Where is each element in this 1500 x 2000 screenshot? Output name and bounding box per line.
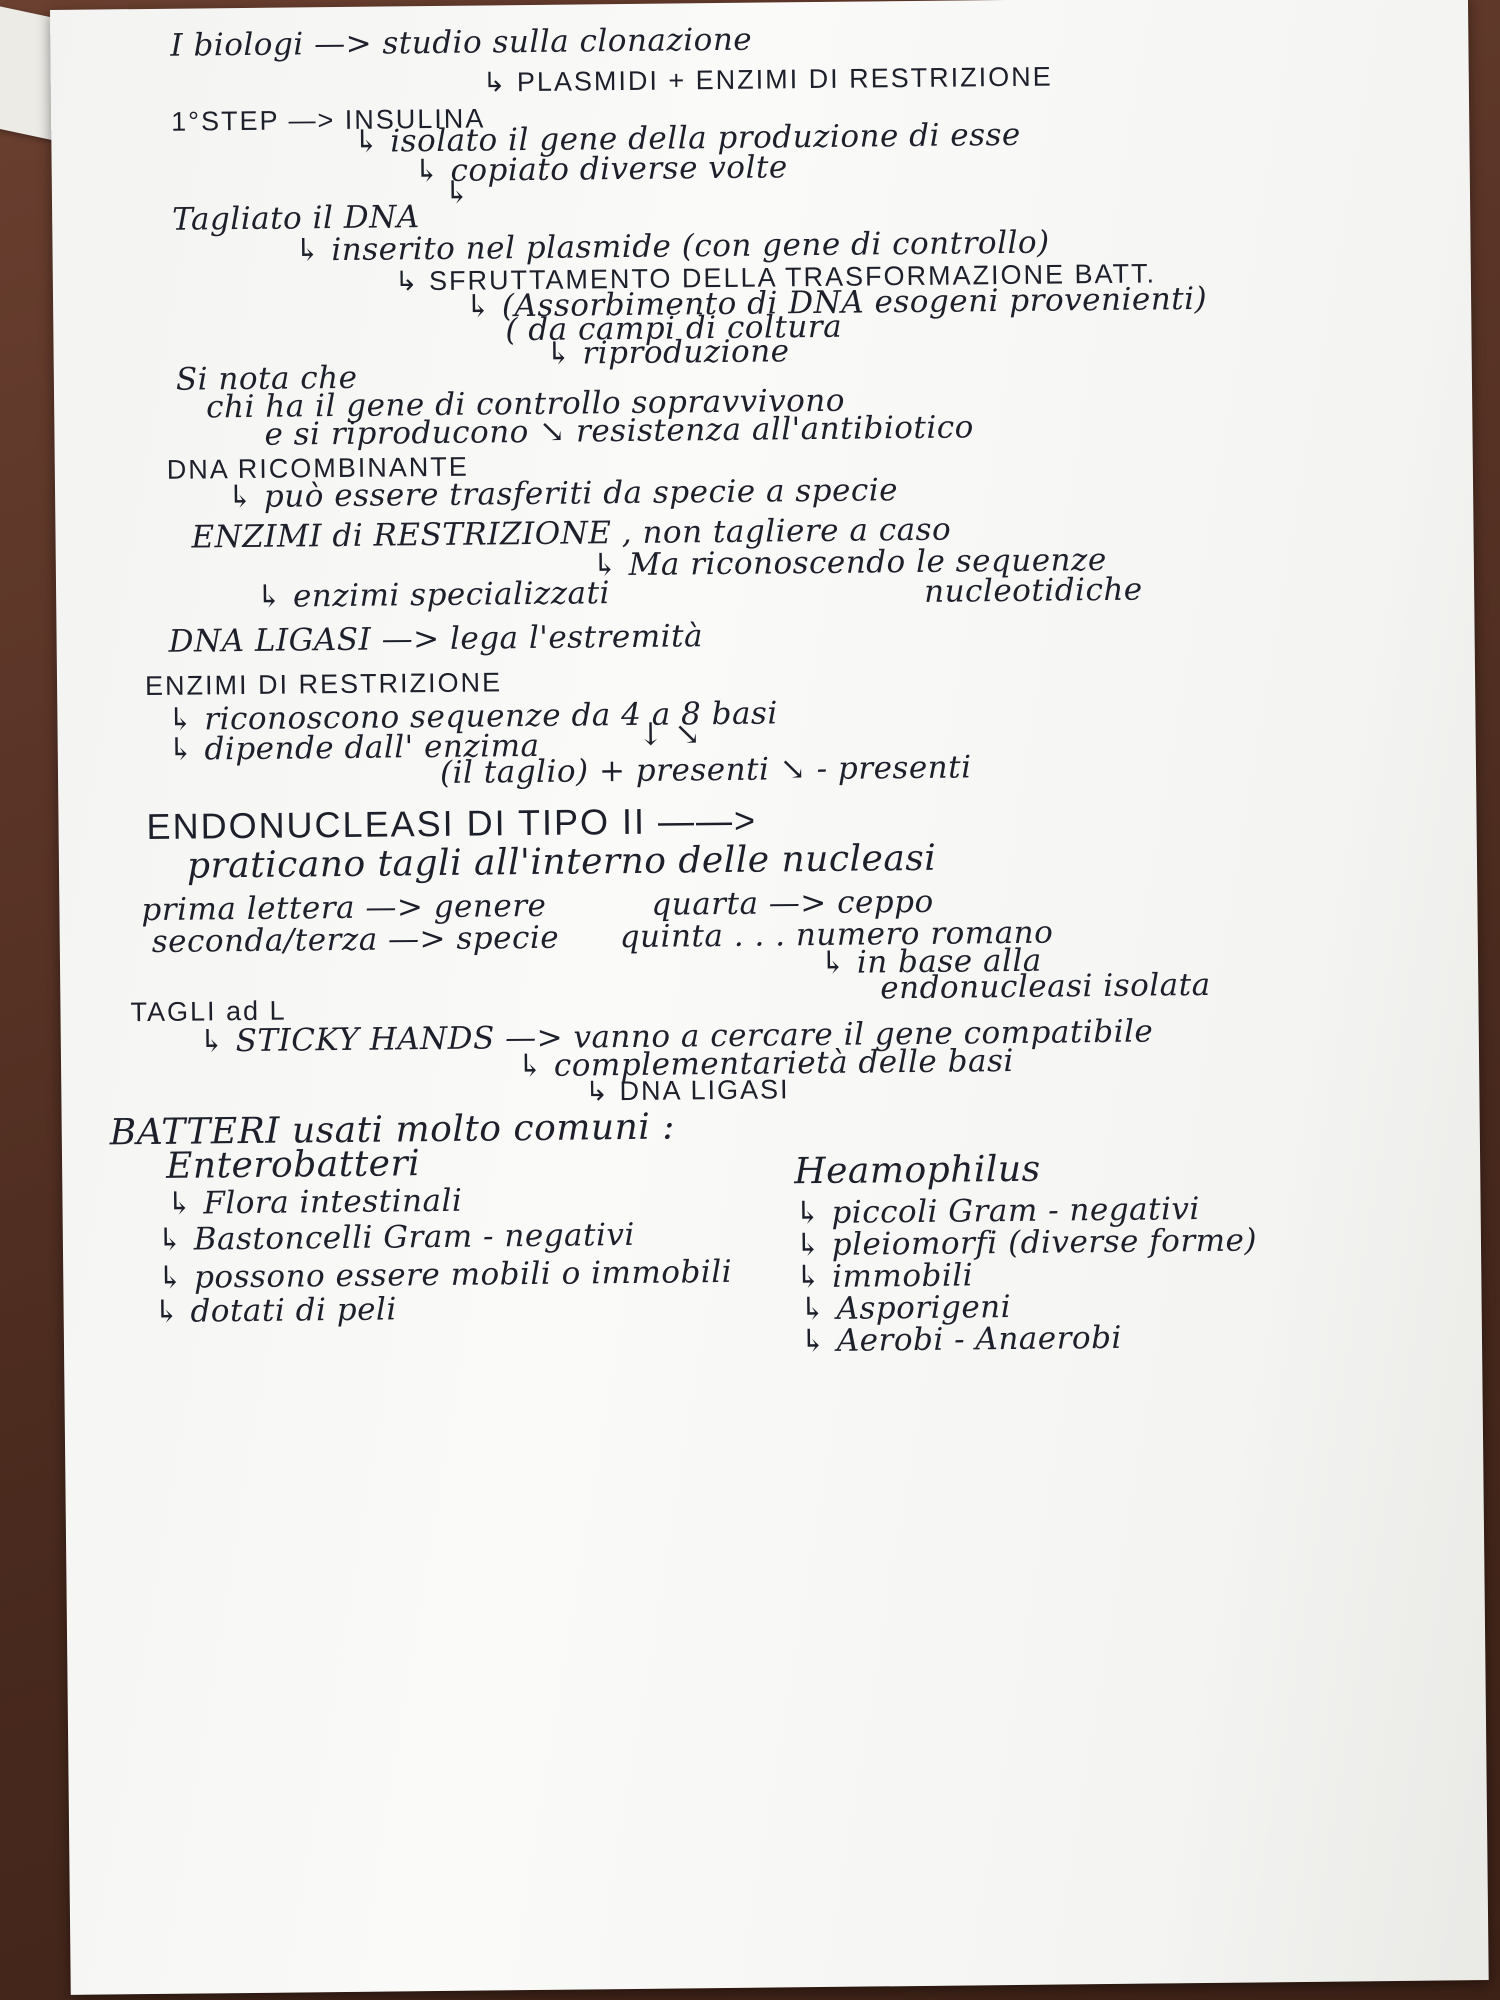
- note-line-17: ↳ può essere trasferiti da specie a spec…: [226, 472, 899, 516]
- note-line-12: ↳ riproduzione: [545, 333, 790, 372]
- note-line-45: ↳ possono essere mobili o immobili: [157, 1253, 733, 1296]
- note-line-35: endonucleasi isolata: [880, 966, 1211, 1007]
- note-line-1: I biologi —> studio sulla clonazione: [170, 21, 753, 64]
- note-line-22: DNA LIGASI —> lega l'estremità: [168, 618, 704, 660]
- note-line-23: ENZIMI DI RESTRIZIONE: [144, 667, 503, 702]
- note-line-50: ↳ Asporigeni: [799, 1289, 1012, 1328]
- note-line-6: ↳: [443, 174, 471, 211]
- note-line-46: ↳ dotati di peli: [153, 1291, 397, 1330]
- note-line-51: ↳ Aerobi - Anaerobi: [799, 1319, 1123, 1360]
- note-line-42: Heamophilus: [793, 1148, 1041, 1193]
- note-line-43: ↳ Flora intestinali: [166, 1182, 463, 1222]
- note-line-15: e si riproducono ↘ resistenza all'antibi…: [264, 409, 975, 453]
- note-line-27: (il taglio) + presenti ↘ - presenti: [439, 749, 972, 791]
- note-line-39: ↳ DNA LIGASI: [585, 1074, 790, 1107]
- note-line-48: ↳ pleiomorfi (diverse forme): [794, 1222, 1258, 1264]
- note-line-29: praticano tagli all'interno delle nuclea…: [186, 837, 937, 887]
- note-line-2: ↳ PLASMIDI + ENZIMI DI RESTRIZIONE: [482, 61, 1053, 98]
- notebook-page: I biologi —> studio sulla clonazione ↳ P…: [50, 0, 1489, 1995]
- note-line-26: ↓ ↘: [637, 716, 702, 753]
- note-line-49: ↳ immobili: [795, 1257, 974, 1296]
- note-line-32: seconda/terza —> specie: [151, 919, 560, 960]
- note-line-20: ↳ enzimi specializzati: [255, 575, 611, 615]
- note-line-44: ↳ Bastoncelli Gram - negativi: [156, 1216, 636, 1258]
- note-line-41: Enterobatteri: [165, 1143, 421, 1187]
- note-line-21: nucleotidiche: [923, 571, 1143, 610]
- note-line-28: ENDONUCLEASI DI TIPO II ——>: [146, 799, 758, 848]
